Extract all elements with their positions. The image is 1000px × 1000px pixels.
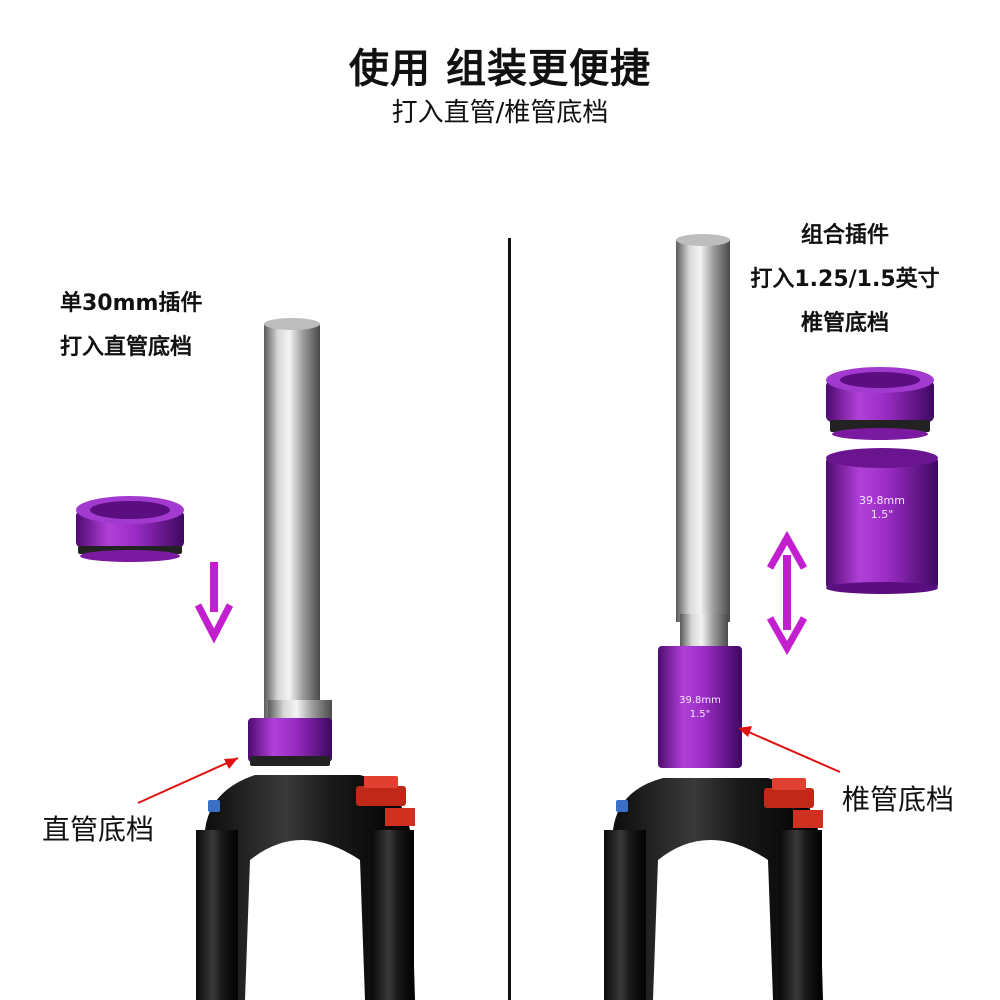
right-label-line1: 组合插件 <box>800 223 889 248</box>
left-callout: 直管底档 <box>42 813 155 846</box>
floating-spacer-inch: 1.5" <box>870 508 894 521</box>
right-callout-arrow <box>738 726 841 773</box>
installed-spacer-inch: 1.5" <box>689 709 711 720</box>
right-callout: 椎管底档 <box>842 783 955 816</box>
right-label: 组合插件 打入1.25/1.5英寸 椎管底档 <box>740 214 950 346</box>
page-title: 使用 组装更便捷 <box>349 46 651 92</box>
left-label: 单30mm插件 打入直管底档 <box>60 282 202 370</box>
installed-spacer-size: 39.8mm <box>679 695 721 706</box>
right-tapered-spacer <box>826 448 938 594</box>
left-label-line1: 单30mm插件 <box>60 291 203 316</box>
floating-spacer-size: 39.8mm <box>859 494 905 507</box>
installed-spacer-text: 39.8mm 1.5" <box>664 694 736 722</box>
right-installed-tapered-race <box>658 646 742 768</box>
left-steerer-tube <box>264 324 320 722</box>
floating-spacer-text: 39.8mm 1.5" <box>846 494 918 522</box>
left-installed-crown-race <box>248 718 332 762</box>
center-divider <box>508 238 511 1000</box>
left-down-arrow <box>194 562 234 644</box>
left-fork <box>196 775 415 1000</box>
page-subtitle: 打入直管/椎管底档 <box>391 98 609 128</box>
right-steerer-tube <box>676 240 730 622</box>
right-label-line3: 椎管底档 <box>800 311 889 336</box>
right-updown-arrow <box>766 530 808 656</box>
right-fork <box>604 778 823 1000</box>
right-crown-race-insert <box>826 367 934 440</box>
left-callout-arrow <box>137 757 239 804</box>
left-label-line2: 打入直管底档 <box>60 335 193 360</box>
left-crown-race-insert <box>76 496 184 562</box>
right-label-line2: 打入1.25/1.5英寸 <box>750 267 940 292</box>
